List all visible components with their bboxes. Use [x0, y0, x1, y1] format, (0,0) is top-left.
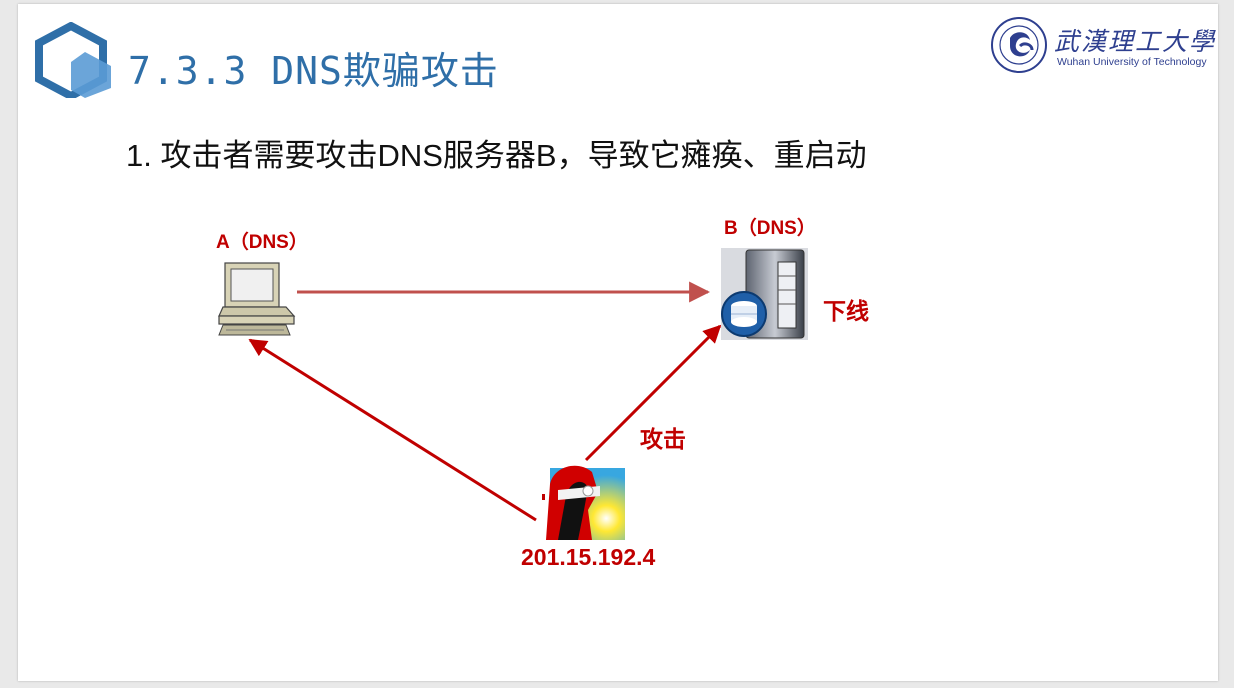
attack-arrow — [584, 324, 722, 462]
attack-label: 攻击 — [640, 426, 686, 452]
bullet-point: 1. 攻击者需要攻击DNS服务器B，导致它瘫痪、重启动 — [126, 138, 867, 173]
university-name-cn: 武漢理工大學 — [1054, 27, 1217, 56]
server-icon — [721, 248, 808, 340]
hacker-icon — [542, 465, 625, 540]
server-status-label: 下线 — [823, 298, 869, 324]
university-logo: 武漢理工大學 Wuhan University of Technology — [990, 16, 1214, 76]
attacker-ip-label: 201.15.192.4 — [521, 544, 656, 570]
computer-icon — [218, 262, 296, 336]
university-name-en: Wuhan University of Technology — [1057, 56, 1207, 68]
cube-logo-icon — [35, 22, 111, 98]
node-a-label: A（DNS） — [216, 232, 308, 253]
slide: 7.3.3 DNS欺骗攻击 武漢理工大學 Wuhan University of… — [18, 4, 1218, 681]
page-title: 7.3.3 DNS欺骗攻击 — [128, 49, 499, 93]
attack-diagram — [218, 248, 808, 540]
university-seal-icon — [991, 17, 1047, 73]
node-b-label: B（DNS） — [724, 218, 816, 239]
spoof-arrow — [248, 338, 537, 522]
